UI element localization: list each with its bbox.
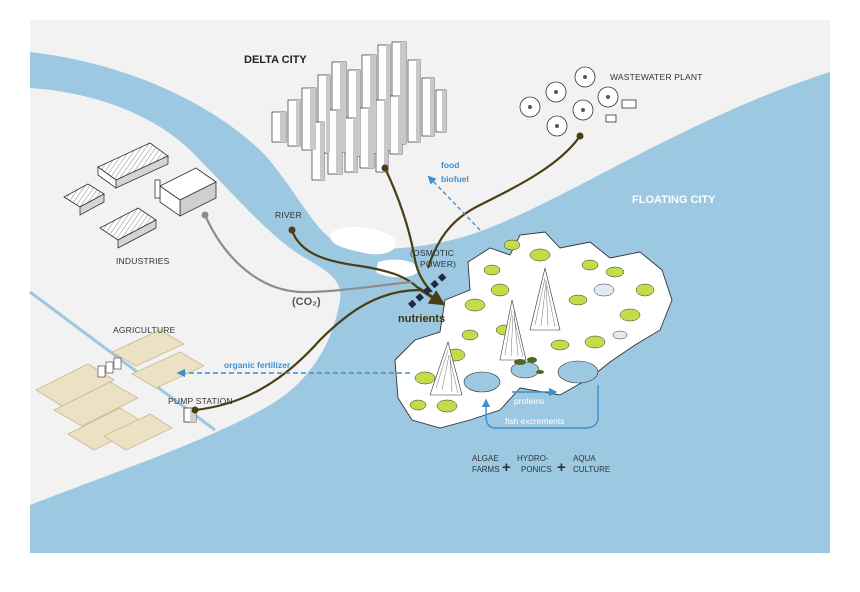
industries [63, 142, 217, 249]
wastewater-plant [519, 66, 637, 137]
flow-fish-excrements [481, 385, 599, 429]
system-algae-line1: ALGAE [472, 454, 499, 463]
river-island [376, 259, 419, 278]
flow-river-to-nutrients [290, 229, 419, 289]
delta-city-label: DELTA CITY [244, 54, 307, 66]
flow-industries-co2 [203, 214, 413, 294]
greenhouse-icon [63, 183, 105, 216]
delta-city-skyline [271, 41, 447, 181]
osmotic-power-marker [408, 271, 448, 309]
proteins-label: proteins [514, 396, 544, 406]
system-hydroponics-line1: HYDRO- [517, 454, 549, 463]
osmotic-label-line2: POWER) [420, 259, 456, 269]
river-label: RIVER [275, 210, 302, 220]
field-icon [35, 329, 205, 451]
co2-label: (CO₂) [292, 296, 321, 308]
flow-nutrients-to-pump [194, 288, 421, 412]
plus-sign: + [502, 459, 511, 476]
food-label: food [441, 160, 459, 170]
wastewater-plant-label: WASTEWATER PLANT [610, 72, 703, 82]
plus-sign: + [557, 459, 566, 476]
industries-label: INDUSTRIES [116, 256, 170, 266]
osmotic-label-line1: (OSMOTIC [410, 248, 454, 258]
system-algae-line2: FARMS [472, 465, 500, 474]
greenhouse-icon [99, 207, 157, 249]
flow-lines [176, 135, 599, 429]
flow-nodes [191, 132, 584, 414]
organic-fertilizer-label: organic fertilizer [224, 360, 291, 370]
flow-wastewater-to-nutrients [426, 135, 581, 269]
plant-cluster [514, 357, 544, 374]
canal [29, 290, 216, 432]
flow-nutrients-arrow [417, 286, 446, 306]
floating-city-label: FLOATING CITY [632, 194, 716, 206]
flow-node-industries [201, 211, 209, 219]
system-aquaculture-line2: CULTURE [573, 465, 610, 474]
agriculture-label: AGRICULTURE [113, 325, 176, 335]
platform-pools [463, 360, 599, 393]
biofuel-label: biofuel [441, 174, 469, 184]
agriculture-fields [35, 329, 205, 451]
river-island [330, 226, 396, 255]
diagram-labels: DELTA CITY WASTEWATER PLANT FLOATING CIT… [113, 54, 716, 426]
flow-city-to-nutrients [384, 167, 433, 293]
system-aquaculture-line1: AQUA [573, 454, 596, 463]
greenhouse-icon [97, 142, 169, 189]
fish-excrements-label: fish excrements [505, 416, 565, 426]
flow-food-biofuel [427, 175, 481, 231]
nutrients-label: nutrients [398, 313, 445, 325]
greenhouse-icon [154, 167, 217, 217]
floating-city-platforms [394, 231, 673, 429]
systems-legend: ALGAE FARMS + HYDRO- PONICS + AQUA CULTU… [472, 454, 610, 476]
pump-station-label: PUMP STATION [168, 396, 233, 406]
system-hydroponics-line2: PONICS [521, 465, 552, 474]
